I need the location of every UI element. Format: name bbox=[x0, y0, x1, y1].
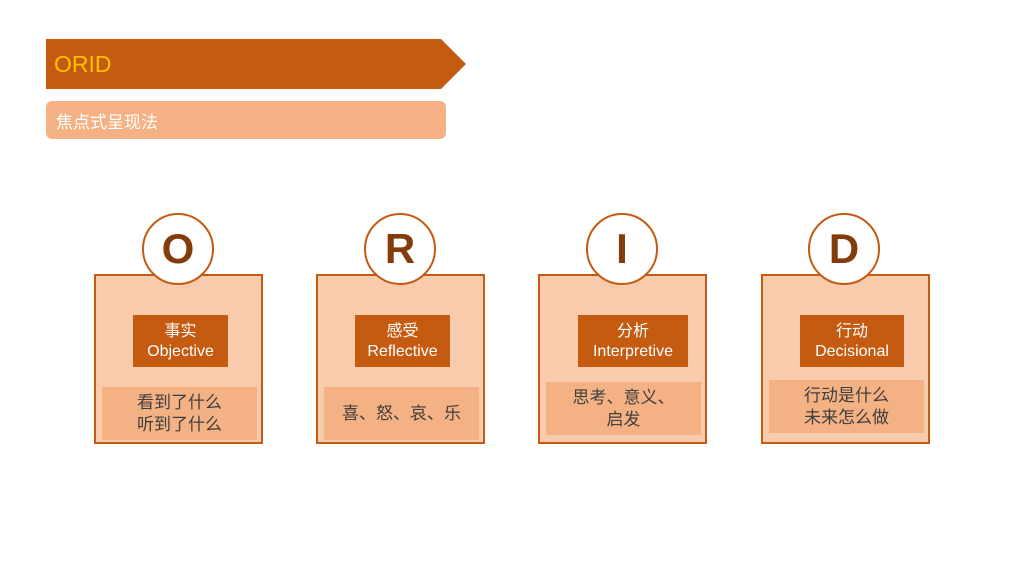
label-zh-reflective: 感受 bbox=[386, 321, 419, 340]
label-zh-decisional: 行动 bbox=[835, 321, 868, 340]
letter-d: D bbox=[828, 225, 860, 272]
desc-line: 看到了什么 bbox=[137, 392, 222, 413]
letter-circle-o: O bbox=[142, 213, 214, 285]
desc-box-reflective: 喜、怒、哀、乐 bbox=[324, 387, 479, 440]
slide-subtitle: 焦点式呈现法 bbox=[56, 112, 158, 133]
title-banner: ORID bbox=[46, 39, 466, 89]
card-reflective: 感受 Reflective 喜、怒、哀、乐 bbox=[316, 274, 485, 444]
label-box-decisional: 行动 Decisional bbox=[800, 315, 904, 367]
letter-circle-i: I bbox=[586, 213, 658, 285]
slide-title: ORID bbox=[54, 50, 112, 77]
label-box-objective: 事实 Objective bbox=[133, 315, 228, 367]
label-box-reflective: 感受 Reflective bbox=[355, 315, 450, 367]
desc-box-decisional: 行动是什么 未来怎么做 bbox=[769, 380, 924, 433]
label-zh-interpretive: 分析 bbox=[616, 321, 649, 340]
card-decisional: 行动 Decisional 行动是什么 未来怎么做 bbox=[761, 274, 930, 444]
letter-o: O bbox=[161, 225, 195, 272]
card-objective: 事实 Objective 看到了什么 听到了什么 bbox=[94, 274, 263, 444]
label-en-interpretive: Interpretive bbox=[592, 343, 674, 360]
desc-line: 启发 bbox=[606, 409, 641, 430]
desc-line: 行动是什么 bbox=[804, 385, 889, 406]
letter-circle-r: R bbox=[364, 213, 436, 285]
letter-r: R bbox=[384, 225, 416, 272]
label-box-interpretive: 分析 Interpretive bbox=[578, 315, 688, 367]
desc-line: 思考、意义、 bbox=[572, 387, 675, 408]
desc-box-objective: 看到了什么 听到了什么 bbox=[102, 387, 257, 440]
desc-line: 喜、怒、哀、乐 bbox=[342, 403, 461, 424]
card-interpretive: 分析 Interpretive 思考、意义、 启发 bbox=[538, 274, 707, 444]
label-en-decisional: Decisional bbox=[815, 343, 889, 360]
label-en-objective: Objective bbox=[147, 343, 214, 360]
label-zh-objective: 事实 bbox=[164, 321, 197, 340]
letter-circle-d: D bbox=[808, 213, 880, 285]
desc-line: 未来怎么做 bbox=[804, 407, 889, 428]
label-en-reflective: Reflective bbox=[367, 343, 438, 360]
letter-i: I bbox=[616, 225, 628, 272]
desc-line: 听到了什么 bbox=[137, 414, 222, 435]
subtitle-bar: 焦点式呈现法 bbox=[46, 101, 446, 139]
desc-box-interpretive: 思考、意义、 启发 bbox=[546, 382, 701, 435]
